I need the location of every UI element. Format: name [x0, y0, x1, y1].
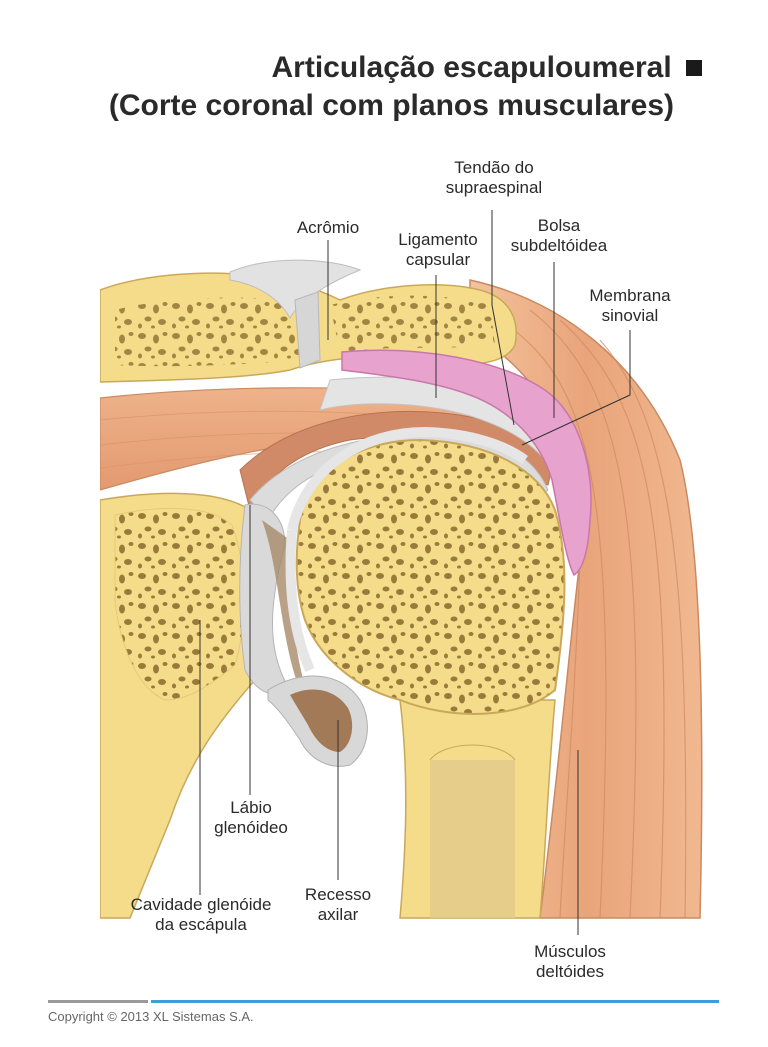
title-square-icon — [686, 60, 702, 76]
subdeltoid-bursa-shape — [341, 349, 592, 577]
page-subtitle: (Corte coronal com planos musculares) — [108, 89, 674, 122]
humeral-head — [295, 438, 566, 715]
label-acromion: Acrômio — [296, 218, 360, 237]
footer-divider-grey — [48, 1000, 148, 1003]
copyright-text: Copyright © 2013 XL Sistemas S.A. — [48, 1009, 254, 1024]
footer-divider-blue — [151, 1000, 719, 1003]
glenoid-spongy-bone — [114, 507, 245, 701]
page-title: Articulação escapuloumeral — [272, 50, 707, 86]
title-line-1: Articulação escapuloumeral — [271, 51, 672, 84]
